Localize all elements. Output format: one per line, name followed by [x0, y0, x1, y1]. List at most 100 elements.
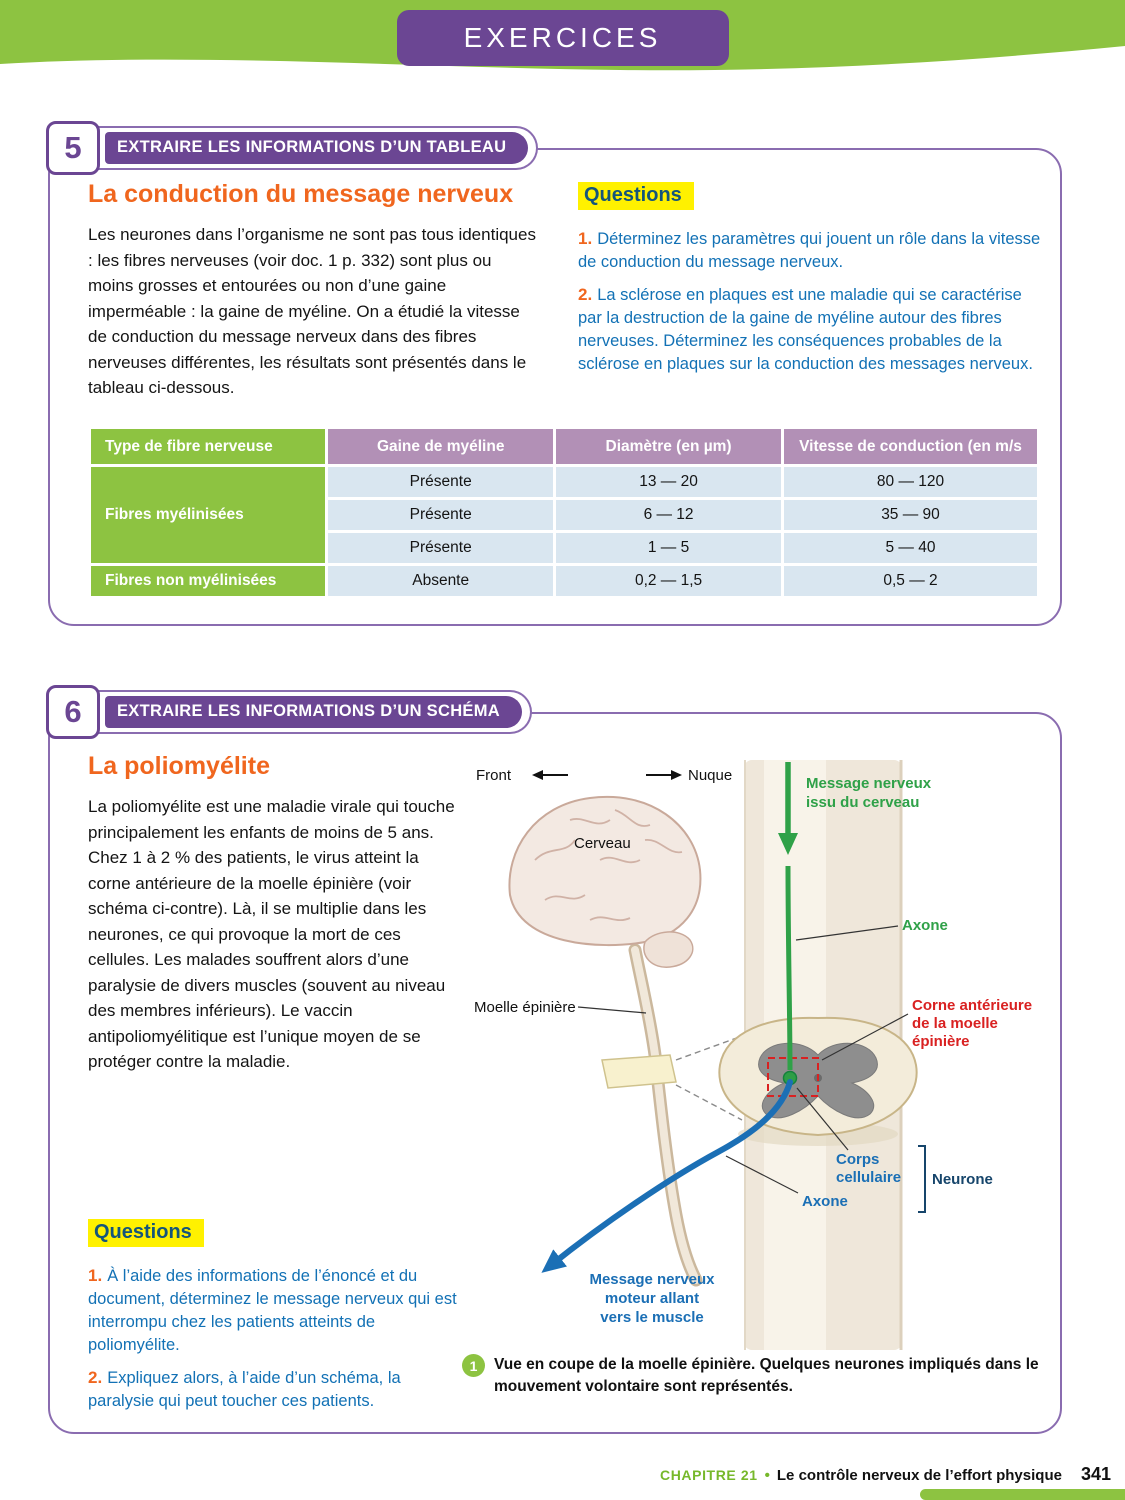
table-cell: Présente [328, 533, 554, 564]
exercise-5-number-badge: 5 [46, 121, 100, 175]
page-banner: EXERCICES [396, 10, 729, 66]
label-nuque: Nuque [688, 767, 732, 784]
label-cerveau: Cerveau [574, 835, 631, 852]
label-moelle-epiniere: Moelle épinière [474, 999, 576, 1016]
zoom-dashed-lines [675, 1035, 743, 1121]
label-message-descendant: Message nerveux issu du cerveau [806, 775, 932, 811]
table-row: Fibres non myélinisées Absente 0,2 — 1,5… [91, 566, 1037, 597]
page-banner-title: EXERCICES [463, 22, 662, 53]
table-cell: 80 — 120 [784, 467, 1037, 498]
question-number: 1. [88, 1266, 103, 1285]
table-cell: 1 — 5 [556, 533, 781, 564]
exercise-5-body-text: Les neurones dans l’organisme ne sont pa… [88, 225, 536, 397]
descending-message-arrow [778, 762, 798, 1071]
table-row: Présente 6 — 12 35 — 90 [91, 500, 1037, 531]
questions-heading: Questions [578, 182, 694, 210]
table-cell: Absente [328, 566, 554, 597]
table-header-diametre: Diamètre (en µm) [556, 429, 781, 465]
row-group-label: Fibres myélinisées [91, 467, 326, 564]
brain-folds [534, 809, 683, 922]
exercise-5-skill-label: EXTRAIRE LES INFORMATIONS D’UN TABLEAU [105, 132, 529, 164]
label-corps-cellulaire: Corps cellulaire [836, 1151, 901, 1186]
question-item: 1.À l’aide des informations de l’énoncé … [88, 1264, 470, 1357]
exercise-5-header: 5 EXTRAIRE LES INFORMATIONS D’UN TABLEAU [46, 121, 539, 175]
exercise-6-box: 6 EXTRAIRE LES INFORMATIONS D’UN SCHÉMA … [46, 685, 1062, 1434]
motor-axon-arrow [541, 1079, 793, 1273]
label-axone-moteur: Axone [802, 1193, 848, 1210]
svg-text:épinière: épinière [912, 1033, 970, 1050]
footer-separator: • [764, 1467, 770, 1484]
question-item: 2.La sclérose en plaques est une maladie… [578, 283, 1044, 376]
exercise-6-header: 6 EXTRAIRE LES INFORMATIONS D’UN SCHÉMA [46, 685, 532, 739]
figure-number-badge: 1 [462, 1354, 485, 1377]
footer-accent-bar [920, 1489, 1125, 1500]
exercise-6-body-text: La poliomyélite est une maladie virale q… [88, 797, 455, 1071]
label-corne-anterieure: Corne antérieure de la moelle épinière [912, 997, 1032, 1050]
exercise-5-number: 5 [64, 130, 82, 165]
table-cell: 6 — 12 [556, 500, 781, 531]
question-number: 2. [88, 1368, 103, 1388]
figure-caption-text: Vue en coupe de la moelle épinière. Quel… [494, 1356, 1039, 1395]
svg-text:Message nerveux: Message nerveux [589, 1271, 715, 1288]
question-text: À l’aide des informations de l’énoncé et… [88, 1267, 457, 1355]
exercise-6-skill-outline: EXTRAIRE LES INFORMATIONS D’UN SCHÉMA [91, 690, 532, 734]
svg-text:vers le muscle: vers le muscle [600, 1309, 703, 1326]
table-cell: 5 — 40 [784, 533, 1037, 564]
table-header-row: Type de fibre nerveuse Gaine de myéline … [91, 429, 1037, 465]
table-header-gaine: Gaine de myéline [328, 429, 554, 465]
figure-caption: 1 Vue en coupe de la moelle épinière. Qu… [462, 1354, 1040, 1397]
question-text: Expliquez alors, à l’aide d’un schéma, l… [88, 1369, 401, 1411]
svg-text:Corne antérieure: Corne antérieure [912, 997, 1032, 1014]
question-number: 2. [578, 285, 593, 305]
question-item: 1.Déterminez les paramètres qui jouent u… [578, 227, 1044, 274]
anterior-horn-highlight [767, 1057, 819, 1097]
question-number: 1. [578, 229, 593, 248]
neurone-bracket [918, 1145, 926, 1213]
question-text: La sclérose en plaques est une maladie q… [578, 286, 1033, 374]
spinal-cord-diagram: Front Nuque Cerveau Moelle épinière Mess… [474, 760, 1032, 1350]
footer-chapter-title: Le contrôle nerveux de l’effort physique [776, 1467, 1062, 1484]
label-pointer-lines [577, 925, 909, 1194]
table-cell: 0,5 — 2 [784, 566, 1037, 597]
svg-text:Message nerveux: Message nerveux [806, 775, 932, 792]
table-cell: 0,2 — 1,5 [556, 566, 781, 597]
brain-illustration [508, 795, 703, 1287]
exercise-6-skill-label: EXTRAIRE LES INFORMATIONS D’UN SCHÉMA [105, 696, 522, 728]
svg-text:Corps: Corps [836, 1151, 879, 1168]
svg-text:de la moelle: de la moelle [912, 1015, 998, 1032]
label-axone-descendant: Axone [902, 917, 948, 934]
exercise-6-statement: La poliomyélite La poliomyélite est une … [88, 752, 460, 1075]
row-group-label: Fibres non myélinisées [91, 566, 326, 597]
svg-text:moteur allant: moteur allant [605, 1290, 699, 1307]
label-front: Front [476, 767, 512, 784]
exercise-6-number-badge: 6 [46, 685, 100, 739]
table-header-vitesse: Vitesse de conduction (en m/s [784, 429, 1037, 465]
exercise-5-title: La conduction du message nerveux [88, 180, 514, 208]
question-item: 2.Expliquez alors, à l’aide d’un schéma,… [88, 1366, 470, 1413]
exercise-5-box: 5 EXTRAIRE LES INFORMATIONS D’UN TABLEAU… [46, 121, 1062, 626]
footer-chapter: CHAPITRE 21 [660, 1467, 758, 1483]
exercise-6-questions: Questions 1.À l’aide des informations de… [88, 1219, 470, 1414]
section-cut-tag [601, 1054, 677, 1089]
exercise-6-title: La poliomyélite [88, 752, 270, 780]
exercise-6-number: 6 [64, 694, 82, 729]
page-footer: CHAPITRE 21 • Le contrôle nerveux de l’e… [660, 1464, 1111, 1485]
table-row: Fibres myélinisées Présente 13 — 20 80 —… [91, 467, 1037, 564]
label-neurone: Neurone [932, 1171, 993, 1188]
label-message-moteur: Message nerveux moteur allant vers le mu… [589, 1271, 715, 1326]
questions-heading: Questions [88, 1219, 204, 1247]
svg-text:issu du cerveau: issu du cerveau [806, 794, 919, 811]
conduction-table: Type de fibre nerveuse Gaine de myéline … [88, 426, 1040, 599]
table-cell: Présente [328, 467, 554, 498]
table-cell: 35 — 90 [784, 500, 1037, 531]
table-cell: 13 — 20 [556, 467, 781, 498]
question-text: Déterminez les paramètres qui jouent un … [578, 230, 1041, 272]
svg-text:cellulaire: cellulaire [836, 1169, 901, 1186]
exercise-5-skill-outline: EXTRAIRE LES INFORMATIONS D’UN TABLEAU [91, 126, 539, 170]
exercise-5-statement: La conduction du message nerveux Les neu… [88, 180, 540, 401]
table-cell: Présente [328, 500, 554, 531]
exercise-5-questions: Questions 1.Déterminez les paramètres qu… [578, 182, 1044, 377]
table-row: Présente 1 — 5 5 — 40 [91, 533, 1037, 564]
footer-page-number: 341 [1080, 1464, 1111, 1484]
table-header-type: Type de fibre nerveuse [91, 429, 326, 465]
